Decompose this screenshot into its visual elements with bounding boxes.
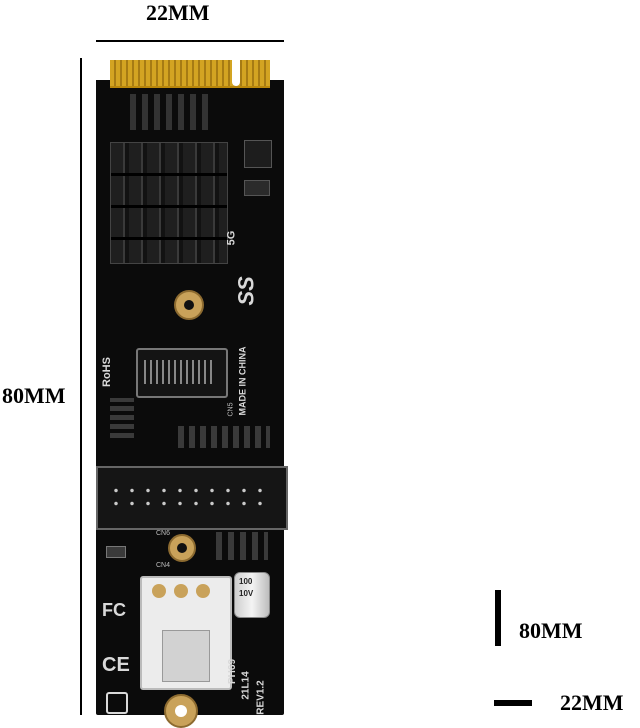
usb-ss-logo: SS bbox=[233, 276, 259, 306]
revision: REV1.2 bbox=[255, 680, 267, 715]
legend-height-bar bbox=[495, 590, 501, 646]
heatsink bbox=[110, 142, 228, 264]
smd-cluster-bottom bbox=[216, 532, 268, 560]
connector-cn4-label: CN4 bbox=[156, 562, 171, 569]
mounting-hole-middle bbox=[168, 534, 196, 562]
connector-key-notch bbox=[232, 60, 240, 86]
power-connector bbox=[140, 576, 232, 690]
legend-width-label: 22MM bbox=[560, 690, 624, 715]
smd-cluster-left bbox=[110, 398, 134, 438]
mounting-hole-bottom bbox=[164, 694, 198, 728]
made-in-china-mark: MADE IN CHINA bbox=[237, 346, 248, 416]
usb-19pin-header bbox=[96, 466, 288, 530]
fc-logo: FC bbox=[102, 600, 126, 620]
inductor bbox=[244, 180, 270, 196]
legend-width-bar bbox=[494, 700, 532, 706]
width-dimension-label: 22MM bbox=[146, 0, 210, 25]
speed-label: 5G bbox=[225, 230, 238, 246]
board-notch-left bbox=[96, 60, 110, 80]
key-a-connector-cn5 bbox=[136, 348, 228, 398]
rohs-mark: RoHS bbox=[100, 357, 113, 387]
date-code: 21L14 bbox=[240, 671, 252, 700]
model-number: PH69 bbox=[227, 658, 239, 685]
capacitor-value: 100 bbox=[239, 577, 253, 586]
gold-edge-connector bbox=[110, 60, 270, 88]
smd-cluster-middle bbox=[178, 426, 270, 448]
capacitor-voltage: 10V bbox=[239, 589, 254, 598]
height-dimension-line bbox=[80, 58, 82, 715]
connector-cn6-label: CN6 bbox=[156, 530, 171, 537]
m2-adapter-board: 5G SS CN5 RoHS MADE IN CHINA CN6 CN4 100… bbox=[96, 60, 288, 728]
smd-cluster-top bbox=[130, 94, 210, 130]
legend-height-label: 80MM bbox=[519, 618, 583, 643]
mounting-hole-top bbox=[174, 290, 204, 320]
connector-cn5-label: CN5 bbox=[227, 402, 235, 417]
width-dimension-line bbox=[96, 40, 284, 42]
electrolytic-capacitor: 100 10V bbox=[234, 572, 270, 618]
ce-logo: CE bbox=[102, 654, 130, 676]
ic-chip bbox=[244, 140, 272, 168]
board-notch-right bbox=[270, 60, 284, 80]
height-dimension-label: 80MM bbox=[2, 383, 66, 408]
recycle-bin-icon bbox=[106, 692, 128, 714]
fuse bbox=[106, 546, 126, 558]
